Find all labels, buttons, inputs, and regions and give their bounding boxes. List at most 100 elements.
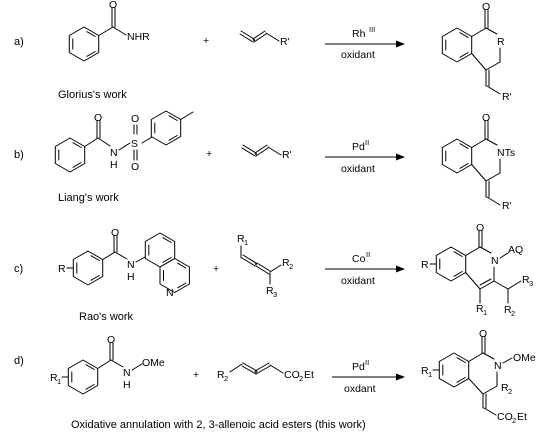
allene-substituent-label: R' xyxy=(280,36,290,48)
methoxy-group-label: OMe xyxy=(513,352,536,364)
plus-sign: + xyxy=(213,263,219,275)
plus-sign: + xyxy=(206,148,212,160)
catalyst-label: Rh xyxy=(352,28,366,40)
row-caption-d: Oxidative annulation with 2, 3-allenoic … xyxy=(71,419,366,431)
row-label-b: b) xyxy=(14,149,24,161)
ring-substituent-r2: R xyxy=(501,382,509,394)
allene-substituent-r3: R xyxy=(266,285,274,297)
reactant-benzamide-a: O NHR xyxy=(68,0,150,62)
carbonyl-oxygen: O xyxy=(479,328,487,340)
ester-group-et: Et xyxy=(304,369,314,381)
reactant-allene-c: R 1 R 2 R 3 xyxy=(237,233,293,299)
reactant-methoxyamide-d: R 1 O N H OMe xyxy=(50,334,165,395)
allene-substituent-r2-index: 2 xyxy=(289,262,293,271)
reactant-allene-a: R' xyxy=(239,30,290,48)
carbonyl-oxygen: O xyxy=(111,227,119,239)
ester-group-et: Et xyxy=(517,411,527,423)
reactant-aminoquinoline-amide-c: R O N H N xyxy=(58,227,190,299)
ring-nitrogen-group-label: R xyxy=(497,36,505,48)
reaction-arrow-c: Co II oxidant xyxy=(325,250,405,287)
aminoquinoline-group-label: AQ xyxy=(508,244,523,256)
ring-nitrogen: N xyxy=(491,255,499,267)
ring-substituent-r1: R xyxy=(476,303,484,315)
side-chain-substituent-r3-index: 3 xyxy=(529,279,533,288)
aryl-substituent-r1: R xyxy=(421,365,429,377)
condition-label: oxidant xyxy=(341,49,375,61)
product-a: O R R' xyxy=(441,1,512,103)
allene-substituent-label: R' xyxy=(282,149,292,161)
plus-sign: + xyxy=(203,35,209,47)
ring-substituent-r1-index: 1 xyxy=(483,308,487,317)
amide-group-label: NHR xyxy=(127,31,150,43)
quinoline-nitrogen: N xyxy=(166,287,174,299)
methoxy-group-label: OMe xyxy=(142,357,165,369)
product-c: R O N AQ R 1 R 3 R 2 xyxy=(421,222,533,318)
amide-nitrogen: N xyxy=(127,259,135,271)
catalyst-oxidation-state: II xyxy=(366,250,370,259)
allene-substituent-r1-index: 1 xyxy=(244,238,248,247)
sulfonamide-nitrogen: N xyxy=(110,147,118,159)
carbonyl-oxygen: O xyxy=(482,112,490,124)
aryl-substituent-label: R xyxy=(58,263,66,275)
row-b: b) O N H S O O + xyxy=(14,110,515,212)
row-d: d) R 1 O N H OMe + R 2 CO xyxy=(14,328,536,431)
reaction-arrow-a: Rh III oxidant xyxy=(325,25,405,61)
amide-hydrogen: H xyxy=(123,379,131,391)
product-b: O NTs R' xyxy=(441,112,515,212)
ring-nitrogen-group-label: NTs xyxy=(497,147,515,159)
aryl-substituent-r1-index: 1 xyxy=(428,370,432,379)
ester-group-co: CO xyxy=(497,411,513,423)
row-caption-c: Rao's work xyxy=(79,311,134,323)
carbonyl-oxygen: O xyxy=(107,334,115,346)
reactant-allene-b: R' xyxy=(241,144,292,161)
row-caption-b: Liang's work xyxy=(58,192,119,204)
allene-substituent-r2: R xyxy=(217,369,225,381)
amide-nitrogen: N xyxy=(123,367,131,379)
sulfonyl-oxygen-top: O xyxy=(131,113,139,125)
exocyclic-substituent-label: R' xyxy=(502,200,512,212)
condition-label: oxdant xyxy=(344,383,376,395)
catalyst-oxidation-state: II xyxy=(365,358,369,367)
sulfonyl-oxygen-bottom: O xyxy=(131,161,139,173)
ester-group-co: CO xyxy=(284,369,300,381)
ring-substituent-r2-index: 2 xyxy=(508,387,512,396)
row-c: c) R O N H N + R 1 xyxy=(14,222,533,323)
carbonyl-oxygen: O xyxy=(476,222,484,234)
carbonyl-oxygen: O xyxy=(482,1,490,13)
aryl-substituent-label: R xyxy=(421,259,429,271)
ester-group-index: 2 xyxy=(299,374,303,383)
ring-nitrogen: N xyxy=(494,360,502,372)
row-caption-a: Glorius's work xyxy=(58,89,127,101)
allene-substituent-r3-index: 3 xyxy=(273,290,277,299)
ester-group-index: 2 xyxy=(512,416,516,425)
plus-sign: + xyxy=(193,369,199,381)
reaction-arrow-d: Pd II oxdant xyxy=(332,358,405,395)
catalyst-label: Co xyxy=(352,253,366,265)
reactant-allenoate-d: R 2 CO 2 Et xyxy=(217,362,314,383)
reactant-sulfonamide-b: O N H S O O xyxy=(54,110,194,173)
sulfur-atom: S xyxy=(131,138,138,150)
catalyst-label: Pd xyxy=(352,141,365,153)
allene-substituent-r1: R xyxy=(237,233,245,245)
amide-hydrogen: H xyxy=(127,271,135,283)
allene-substituent-r2: R xyxy=(282,257,290,269)
product-d: R 1 O N OMe R 2 CO 2 Et xyxy=(421,328,536,425)
carbonyl-oxygen: O xyxy=(109,0,117,11)
row-label-a: a) xyxy=(14,36,24,48)
catalyst-oxidation-state: II xyxy=(365,138,369,147)
side-chain-substituent-r3: R xyxy=(522,274,530,286)
aryl-substituent-r1-index: 1 xyxy=(57,377,61,386)
exocyclic-substituent-label: R' xyxy=(502,91,512,103)
row-a: a) O NHR + R' Rh III oxid xyxy=(14,0,512,103)
catalyst-label: Pd xyxy=(352,361,365,373)
side-chain-substituent-r2: R xyxy=(504,304,512,316)
side-chain-substituent-r2-index: 2 xyxy=(511,309,515,318)
catalyst-oxidation-state: III xyxy=(369,25,375,34)
carbonyl-oxygen: O xyxy=(94,112,102,124)
condition-label: oxidant xyxy=(341,163,375,175)
row-label-d: d) xyxy=(14,355,24,367)
reaction-arrow-b: Pd II oxidant xyxy=(325,138,405,175)
allene-substituent-r2-index: 2 xyxy=(224,374,228,383)
row-label-c: c) xyxy=(14,263,23,275)
